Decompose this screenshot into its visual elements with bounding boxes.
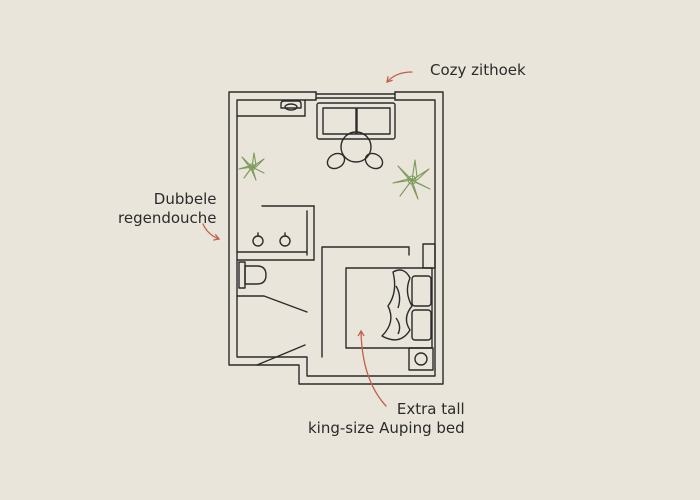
douche-label: Dubbele regendouche: [118, 190, 217, 228]
arrow-douche: [202, 223, 221, 241]
zithoek-label-text: Cozy zithoek: [430, 61, 526, 79]
nightstand-icon: [408, 347, 434, 371]
bed-label-line-1: Extra tall: [396, 400, 465, 418]
zithoek-label: Cozy zithoek: [430, 61, 526, 80]
bed-label: Extra tall king-size Auping bed: [308, 400, 465, 438]
round-table-icon: [326, 131, 384, 170]
bed-icon: [345, 267, 433, 349]
arrow-bed: [357, 329, 387, 407]
sofa-icon: [316, 102, 396, 140]
shower-drain-left-icon: [252, 232, 264, 247]
toilet-icon: [238, 261, 267, 289]
plant-icon: [238, 152, 431, 200]
window: [315, 93, 396, 99]
shower-drain-right-icon: [279, 232, 291, 247]
bed-label-line-2: king-size Auping bed: [308, 419, 465, 437]
douche-label-line-1: Dubbele: [153, 190, 217, 208]
sink-icon: [280, 100, 302, 111]
pillow-icon: [381, 269, 432, 341]
arrow-zithoek: [386, 71, 413, 83]
douche-label-line-2: regendouche: [118, 209, 217, 227]
bathroom-walls: [236, 99, 315, 366]
